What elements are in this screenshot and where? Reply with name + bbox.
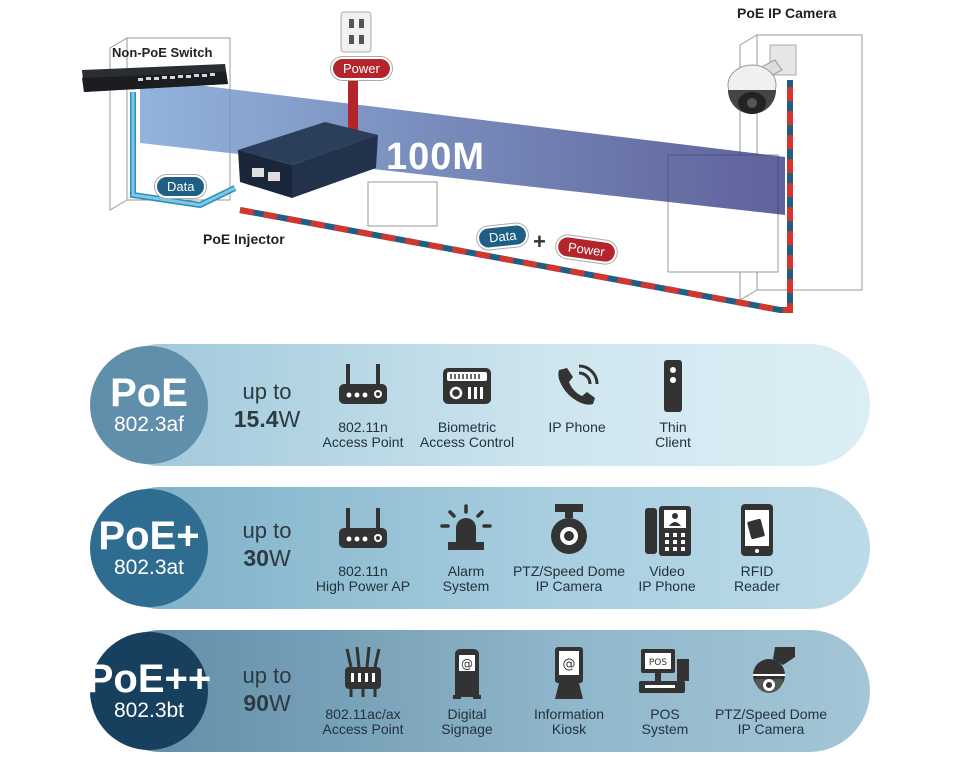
upto-text: up to: [242, 518, 292, 543]
speed-label: 100M: [386, 136, 486, 178]
svg-text:@: @: [461, 657, 473, 671]
thin-client-icon: [664, 360, 682, 412]
alarm-icon: [440, 504, 492, 550]
device-label: IP Phone: [548, 419, 606, 435]
network-diagram: [82, 11, 863, 313]
device-label: Video IP Phone: [638, 563, 696, 594]
device-label: Alarm System: [442, 563, 490, 594]
switch-label: Non-PoE Switch: [112, 45, 213, 60]
pos-screen-text: POS: [649, 658, 668, 668]
biometric-icon: [443, 368, 491, 404]
watt-value: 90: [243, 690, 269, 716]
upto-text: up to: [242, 663, 292, 688]
device-label: PTZ/Speed Dome IP Camera: [512, 563, 626, 594]
injector-label: PoE Injector: [203, 231, 285, 247]
standard-code: 802.3bt: [113, 699, 185, 722]
power-budget-poe-plusplus: up to 90W: [222, 663, 312, 717]
device-rfid-reader: RFID Reader: [694, 502, 820, 594]
device-label: 802.11n High Power AP: [315, 563, 411, 594]
poe-plusplus-band: [100, 630, 870, 752]
standard-name: PoE++: [86, 657, 212, 701]
device-label: Biometric Access Control: [419, 419, 515, 450]
device-label: RFID Reader: [734, 563, 780, 594]
device-label: Information Kiosk: [533, 706, 605, 737]
device-digital-signage: @ Digital Signage: [404, 645, 530, 737]
standard-name: PoE+: [98, 514, 200, 558]
pos-icon: POS: [639, 649, 689, 693]
device-ptz-camera: PTZ/Speed Dome IP Camera: [506, 502, 632, 594]
standard-code: 802.3af: [113, 413, 185, 436]
rfid-icon: [741, 504, 773, 556]
standard-code: 802.3at: [113, 556, 185, 579]
poe-band: [100, 344, 870, 466]
switch-icon: [82, 64, 228, 92]
phone-icon: [558, 364, 599, 405]
device-thin-client: Thin Client: [610, 358, 736, 450]
video-phone-icon: [645, 506, 691, 556]
injector-icon: [238, 122, 378, 198]
device-alarm: Alarm System: [403, 502, 529, 594]
watt-unit: W: [278, 406, 301, 432]
device-ptz-speed-dome: PTZ/Speed Dome IP Camera: [708, 645, 834, 737]
device-label: 802.11ac/ax Access Point: [322, 706, 404, 737]
standard-name: PoE: [110, 371, 188, 415]
power-budget-poe-plus: up to 30W: [222, 518, 312, 572]
signage-icon: @: [453, 649, 481, 699]
device-label: PTZ/Speed Dome IP Camera: [714, 706, 828, 737]
device-information-kiosk: @ Information Kiosk: [506, 645, 632, 737]
standard-badge-poe: PoE 802.3af: [90, 346, 208, 464]
watt-value: 30: [243, 545, 269, 571]
camera-icon: [727, 44, 797, 114]
standard-badge-poe-plus: PoE+ 802.3at: [90, 489, 208, 607]
device-ip-phone: IP Phone: [514, 358, 640, 435]
plus-sign: +: [533, 229, 546, 254]
device-label: Digital Signage: [441, 706, 493, 737]
watt-unit: W: [268, 545, 291, 571]
camera-label: PoE IP Camera: [737, 5, 837, 21]
ptz-camera-icon: [753, 647, 795, 693]
router-icon: [339, 364, 387, 404]
upto-text: up to: [242, 379, 292, 404]
power-tag-top: Power: [331, 57, 392, 80]
power-outlet-icon: [340, 11, 372, 53]
ac-router-icon: [345, 646, 381, 697]
device-high-power-ap: 802.11n High Power AP: [300, 502, 426, 594]
watt-value: 15.4: [233, 406, 279, 432]
data-tag-left: Data: [155, 175, 207, 198]
standard-badge-poe-plusplus: PoE++ 802.3bt: [87, 632, 211, 750]
device-ac-access-point: 802.11ac/ax Access Point: [300, 645, 426, 737]
svg-text:@: @: [563, 657, 576, 672]
watt-unit: W: [268, 690, 291, 716]
device-pos-system: POS POS System: [602, 645, 728, 737]
device-label: Thin Client: [655, 419, 691, 450]
box-mid: [367, 181, 438, 227]
kiosk-icon: @: [555, 647, 583, 699]
router-icon: [339, 508, 387, 548]
dome-camera-icon: [551, 504, 587, 554]
power-budget-poe: up to 15.4W: [222, 379, 312, 433]
device-biometric: Biometric Access Control: [404, 358, 530, 450]
device-access-point: 802.11n Access Point: [300, 358, 426, 450]
bandwidth-beam: [140, 78, 785, 215]
device-label: 802.11n Access Point: [322, 419, 404, 450]
device-video-phone: Video IP Phone: [604, 502, 730, 594]
device-label: POS System: [641, 706, 689, 737]
